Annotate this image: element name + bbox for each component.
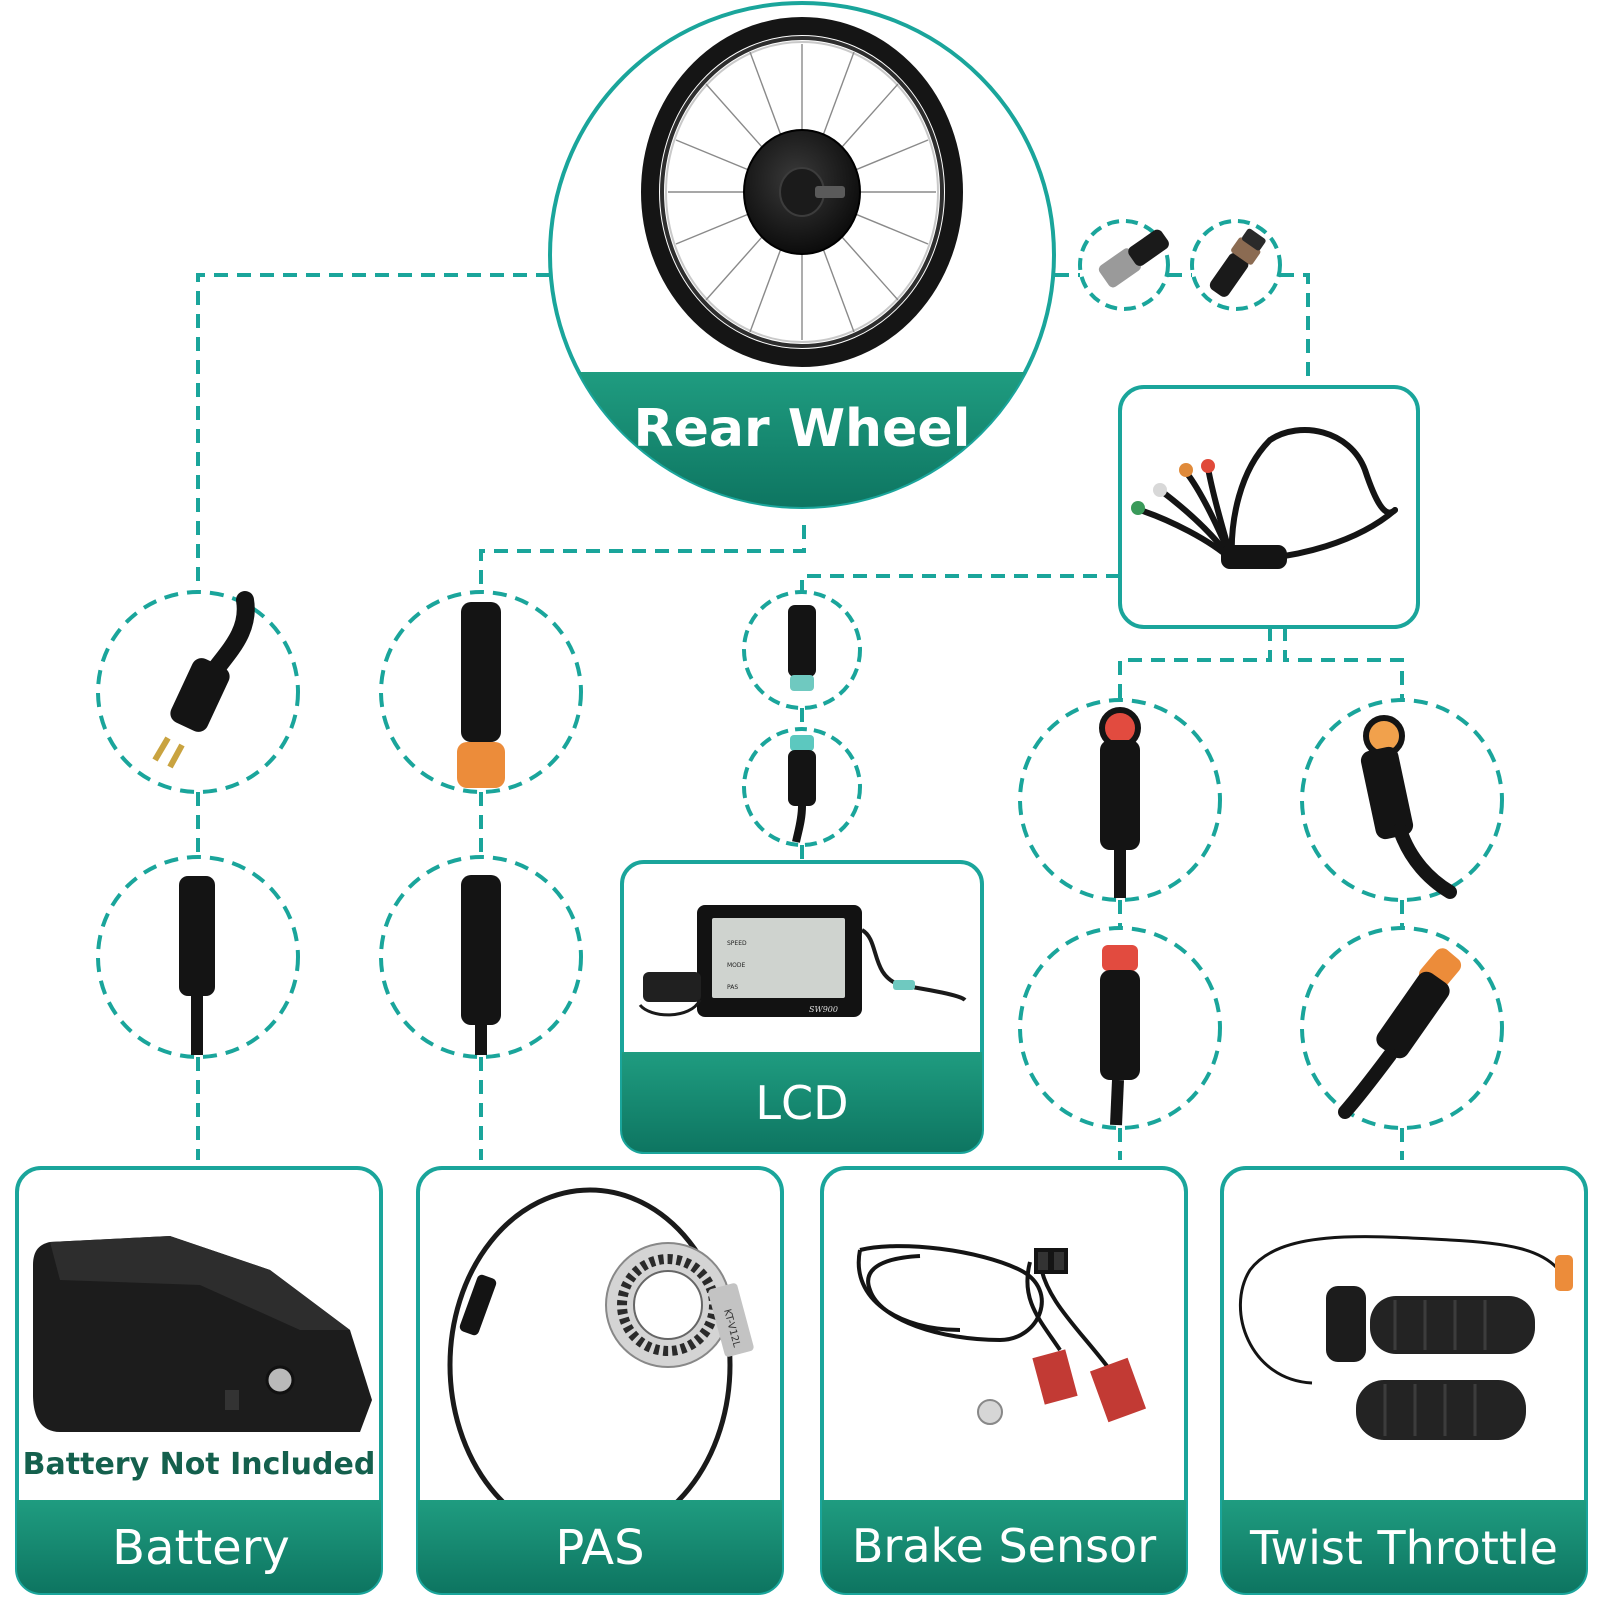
line-harness-to-lcd	[800, 574, 1120, 593]
lcd-speed-text: SPEED	[727, 940, 747, 947]
pas-plug-top	[379, 590, 583, 794]
wheel-image	[641, 17, 963, 367]
lcd-node: SPEED MODE PAS SW900 LCD	[620, 860, 984, 1154]
lcd-plug-bottom	[742, 727, 862, 847]
pas-plug-bottom	[379, 855, 583, 1059]
lcd-display-image: SPEED MODE PAS SW900	[638, 905, 967, 1017]
brake-plug-bottom	[1018, 926, 1222, 1130]
brake-sensor-image	[856, 1244, 1147, 1423]
cable-harness-node	[1118, 385, 1420, 629]
twist-throttle-label-band	[1222, 1500, 1586, 1593]
pas-sensor-image: KT-V12L	[447, 1187, 754, 1543]
line-wheel-to-battery	[196, 273, 550, 592]
pas-label-band	[418, 1500, 782, 1593]
line-harness-to-throttle	[1283, 627, 1404, 700]
battery-plug-top	[96, 590, 300, 794]
brake-sensor-node: Brake Sensor	[820, 1166, 1188, 1595]
rear-wheel-node: Rear Wheel	[548, 1, 1056, 509]
brake-sensor-label-band	[822, 1500, 1186, 1593]
battery-label-band	[17, 1500, 381, 1593]
throttle-plug-top	[1300, 698, 1504, 902]
twist-throttle-image	[1239, 1235, 1573, 1440]
battery-image	[33, 1236, 372, 1432]
battery-node: Battery Not Included Battery	[15, 1166, 383, 1595]
motor-connector-male	[1190, 219, 1282, 311]
motor-connector-female	[1078, 219, 1170, 311]
twist-throttle-label: Twist Throttle	[1249, 1521, 1558, 1575]
battery-label: Battery	[112, 1520, 290, 1576]
cable-harness-image	[1137, 427, 1398, 569]
brake-sensor-label: Brake Sensor	[852, 1519, 1156, 1573]
twist-throttle-node: Twist Throttle	[1220, 1166, 1588, 1595]
rear-wheel-label: Rear Wheel	[634, 399, 971, 459]
battery-plug-bottom	[96, 855, 300, 1059]
pas-node: KT-V12L PAS	[416, 1166, 784, 1595]
line-harness-to-brake	[1118, 627, 1272, 700]
pas-label: PAS	[555, 1520, 644, 1576]
lcd-label-band	[622, 1052, 982, 1152]
brake-plug-top	[1018, 698, 1222, 902]
battery-note: Battery Not Included	[23, 1447, 376, 1482]
lcd-label: LCD	[755, 1076, 848, 1130]
connector-lines	[196, 273, 1404, 1160]
throttle-plug-bottom	[1300, 926, 1504, 1130]
lcd-pas-text: PAS	[727, 984, 738, 991]
lcd-model-text: SW900	[809, 1005, 838, 1014]
lcd-plug-top	[742, 590, 862, 710]
lcd-mode-text: MODE	[727, 962, 746, 969]
line-connector-to-harness	[1280, 273, 1310, 387]
line-wheel-to-pas	[479, 525, 806, 592]
